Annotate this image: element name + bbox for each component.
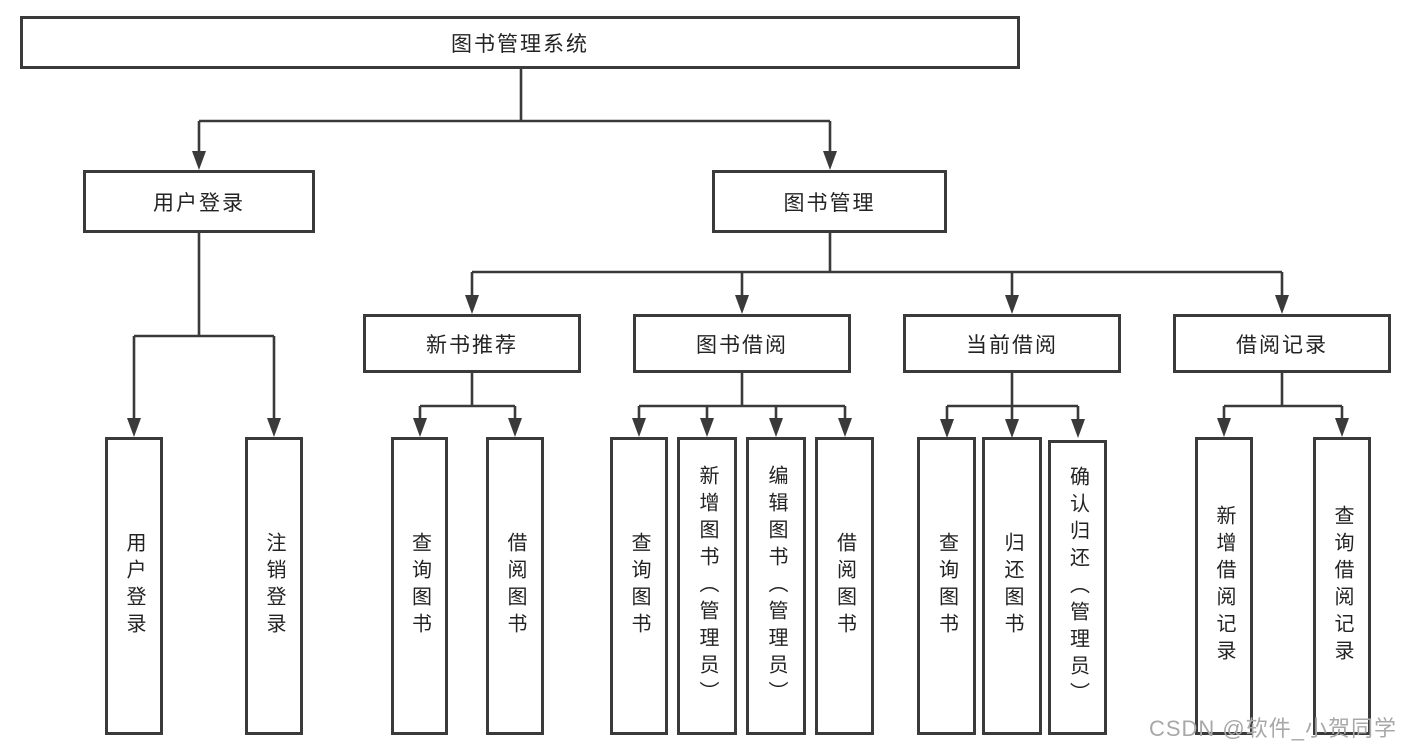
leaf-bb-edit-books-admin: 编辑图书（管理员） xyxy=(746,437,806,735)
leaf-bb-borrow-books: 借阅图书 xyxy=(815,437,874,735)
leaf-cb-return-books: 归还图书 xyxy=(982,437,1042,735)
leaf-br-query-record: 查询借阅记录 xyxy=(1313,437,1371,735)
leaf-bb-query-books-label: 查询图书 xyxy=(628,532,650,640)
leaf-cb-return-books-label: 归还图书 xyxy=(1001,532,1023,640)
node-book-borrow: 图书借阅 xyxy=(633,314,851,373)
leaf-bb-borrow-books-label: 借阅图书 xyxy=(833,532,856,640)
node-new-book-recommend-label: 新书推荐 xyxy=(426,333,518,357)
node-current-borrow: 当前借阅 xyxy=(903,314,1121,373)
leaf-cb-query-books-label: 查询图书 xyxy=(935,532,958,640)
leaf-cb-confirm-return-admin-label: 确认归还（管理员） xyxy=(1066,466,1089,709)
node-current-borrow-label: 当前借阅 xyxy=(966,333,1058,357)
leaf-bb-edit-books-admin-label: 编辑图书（管理员） xyxy=(765,464,787,708)
node-root-label: 图书管理系统 xyxy=(451,32,589,56)
node-book-management-label: 图书管理 xyxy=(783,191,876,215)
node-user-login-label: 用户登录 xyxy=(153,191,245,215)
node-book-borrow-label: 图书借阅 xyxy=(696,333,788,357)
node-new-book-recommend: 新书推荐 xyxy=(363,314,581,373)
node-borrow-records: 借阅记录 xyxy=(1173,314,1391,373)
leaf-nbr-query-books-label: 查询图书 xyxy=(408,532,431,640)
leaf-cb-query-books: 查询图书 xyxy=(917,437,976,735)
leaf-nbr-borrow-books: 借阅图书 xyxy=(486,437,544,735)
leaf-logout-label: 注销登录 xyxy=(263,532,285,640)
leaf-br-add-record: 新增借阅记录 xyxy=(1195,437,1253,735)
leaf-br-query-record-label: 查询借阅记录 xyxy=(1331,505,1353,667)
node-root: 图书管理系统 xyxy=(20,16,1020,69)
node-user-login: 用户登录 xyxy=(83,170,315,233)
leaf-br-add-record-label: 新增借阅记录 xyxy=(1213,505,1235,667)
leaf-nbr-query-books: 查询图书 xyxy=(391,437,448,735)
leaf-user-login-label: 用户登录 xyxy=(123,532,145,640)
node-borrow-records-label: 借阅记录 xyxy=(1236,333,1328,357)
leaf-user-login: 用户登录 xyxy=(105,437,163,735)
leaf-bb-add-books-admin: 新增图书（管理员） xyxy=(677,437,737,735)
leaf-bb-add-books-admin-label: 新增图书（管理员） xyxy=(696,464,718,708)
node-book-management: 图书管理 xyxy=(712,170,947,233)
leaf-nbr-borrow-books-label: 借阅图书 xyxy=(504,532,526,640)
leaf-bb-query-books: 查询图书 xyxy=(610,437,668,735)
leaf-logout: 注销登录 xyxy=(245,437,303,735)
leaf-cb-confirm-return-admin: 确认归还（管理员） xyxy=(1048,440,1107,735)
